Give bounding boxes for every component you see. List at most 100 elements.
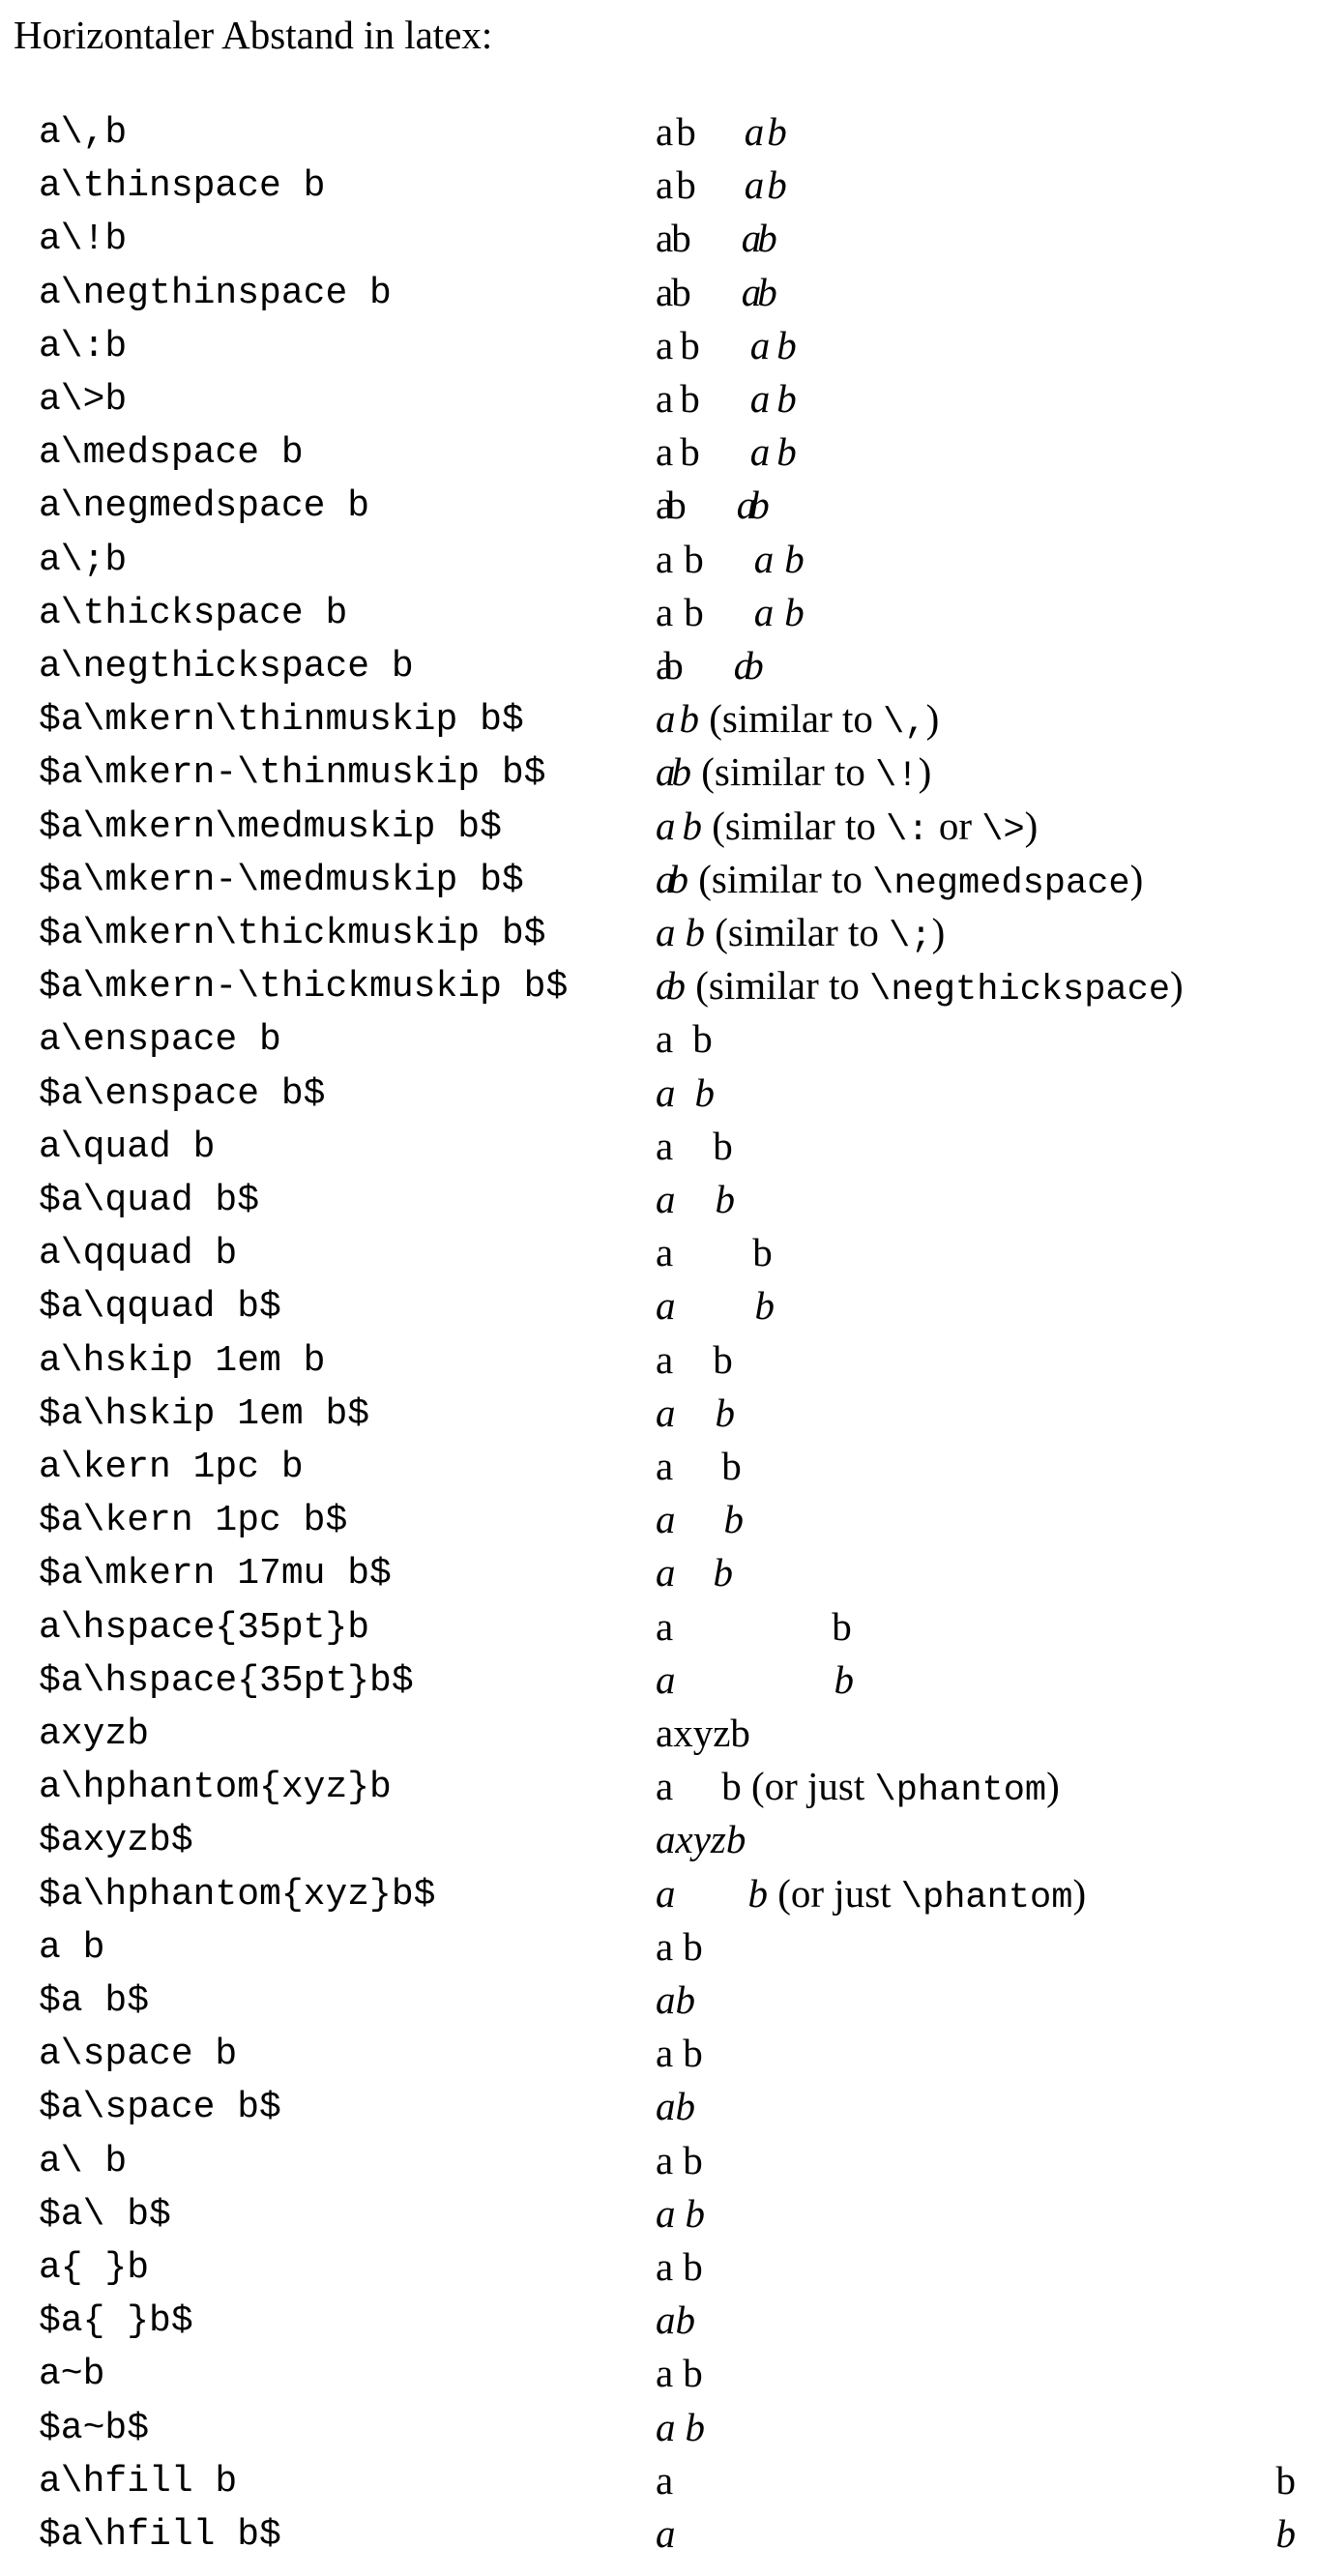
latex-code: a\hphantom{xyz}b bbox=[39, 1767, 392, 1809]
output-segment: ) bbox=[1072, 1870, 1087, 1916]
output-segment: (similar to bbox=[702, 803, 887, 848]
output-segment: b bbox=[684, 589, 704, 634]
output-segment: a bbox=[656, 2137, 674, 2182]
latex-code: a\hfill b bbox=[39, 2460, 238, 2503]
latex-code: $a b$ bbox=[39, 1980, 150, 2022]
latex-code: a\hskip 1em b bbox=[39, 1339, 326, 1382]
latex-code: a\medspace b bbox=[39, 432, 304, 475]
output-segment: ) bbox=[918, 749, 932, 795]
output-segment: a bbox=[749, 376, 771, 421]
latex-code: a{ }b bbox=[39, 2247, 150, 2289]
output-segment: \: bbox=[886, 809, 929, 851]
output-segment: b bbox=[715, 1177, 736, 1221]
output-segment: b bbox=[671, 269, 691, 314]
output-segment: a bbox=[656, 2244, 674, 2289]
rendered-output: axyzb bbox=[656, 1710, 750, 1756]
output-segment: a bbox=[753, 589, 775, 634]
output-segment: a bbox=[656, 483, 674, 528]
output-segment: b bbox=[754, 1283, 776, 1329]
output-segment: axyzb bbox=[656, 1817, 746, 1862]
output-segment: a bbox=[656, 963, 676, 1009]
latex-code: $a\hphantom{xyz}b$ bbox=[39, 1873, 436, 1916]
output-segment: b bbox=[744, 643, 764, 688]
output-segment: b bbox=[752, 1230, 773, 1275]
latex-code: a\space b bbox=[39, 2034, 238, 2076]
output-segment: b bbox=[683, 2351, 703, 2396]
output-segment: a bbox=[656, 1283, 676, 1329]
latex-code: a\kern 1pc b bbox=[39, 1447, 304, 1488]
latex-code: a\qquad b bbox=[39, 1233, 238, 1275]
output-segment: a bbox=[744, 162, 765, 208]
output-segment: b bbox=[692, 1016, 713, 1062]
latex-code: a\negthinspace b bbox=[39, 272, 392, 314]
rendered-output: ab bbox=[656, 2297, 695, 2343]
output-segment: a bbox=[656, 643, 674, 688]
output-segment: a bbox=[656, 376, 674, 421]
output-segment: \; bbox=[889, 917, 932, 957]
latex-code: a\>b bbox=[39, 379, 128, 421]
output-segment: a bbox=[736, 483, 757, 528]
output-segment: ) bbox=[1170, 963, 1184, 1009]
output-segment: ab bbox=[656, 2084, 695, 2129]
output-segment: b bbox=[784, 589, 805, 634]
rendered-output: ab bbox=[656, 2083, 695, 2129]
output-segment: \negthickspace bbox=[869, 970, 1171, 1011]
latex-code: $a\mkern-\medmuskip b$ bbox=[39, 859, 524, 901]
output-segment: a bbox=[656, 2457, 674, 2503]
output-segment: a bbox=[741, 269, 762, 314]
latex-code: $a\mkern\medmuskip b$ bbox=[39, 805, 502, 848]
output-segment: b bbox=[663, 643, 684, 688]
output-segment: (or just bbox=[741, 1764, 875, 1809]
latex-code: $a\ b$ bbox=[39, 2193, 171, 2236]
latex-code: $a\kern 1pc b$ bbox=[39, 1500, 348, 1542]
output-segment: b bbox=[757, 216, 777, 261]
output-segment: a bbox=[656, 1497, 676, 1542]
output-segment: b bbox=[721, 1764, 742, 1809]
latex-code: $a\quad b$ bbox=[39, 1180, 260, 1221]
latex-code: a\ b bbox=[39, 2140, 128, 2182]
output-segment: a bbox=[656, 322, 674, 367]
output-segment: b bbox=[683, 2244, 703, 2289]
output-segment: ) bbox=[1024, 803, 1039, 848]
output-segment: axyzb bbox=[656, 1711, 750, 1755]
latex-code: $a{ }b$ bbox=[39, 2300, 193, 2343]
output-segment: b bbox=[747, 1870, 769, 1916]
output-segment: a bbox=[656, 1444, 674, 1488]
output-segment: or bbox=[928, 803, 982, 848]
output-segment: ab bbox=[656, 2298, 695, 2343]
output-segment: a bbox=[656, 269, 674, 314]
output-segment: a bbox=[656, 1603, 674, 1649]
latex-code: $a~b$ bbox=[39, 2407, 150, 2449]
output-segment: b bbox=[834, 1656, 855, 1702]
